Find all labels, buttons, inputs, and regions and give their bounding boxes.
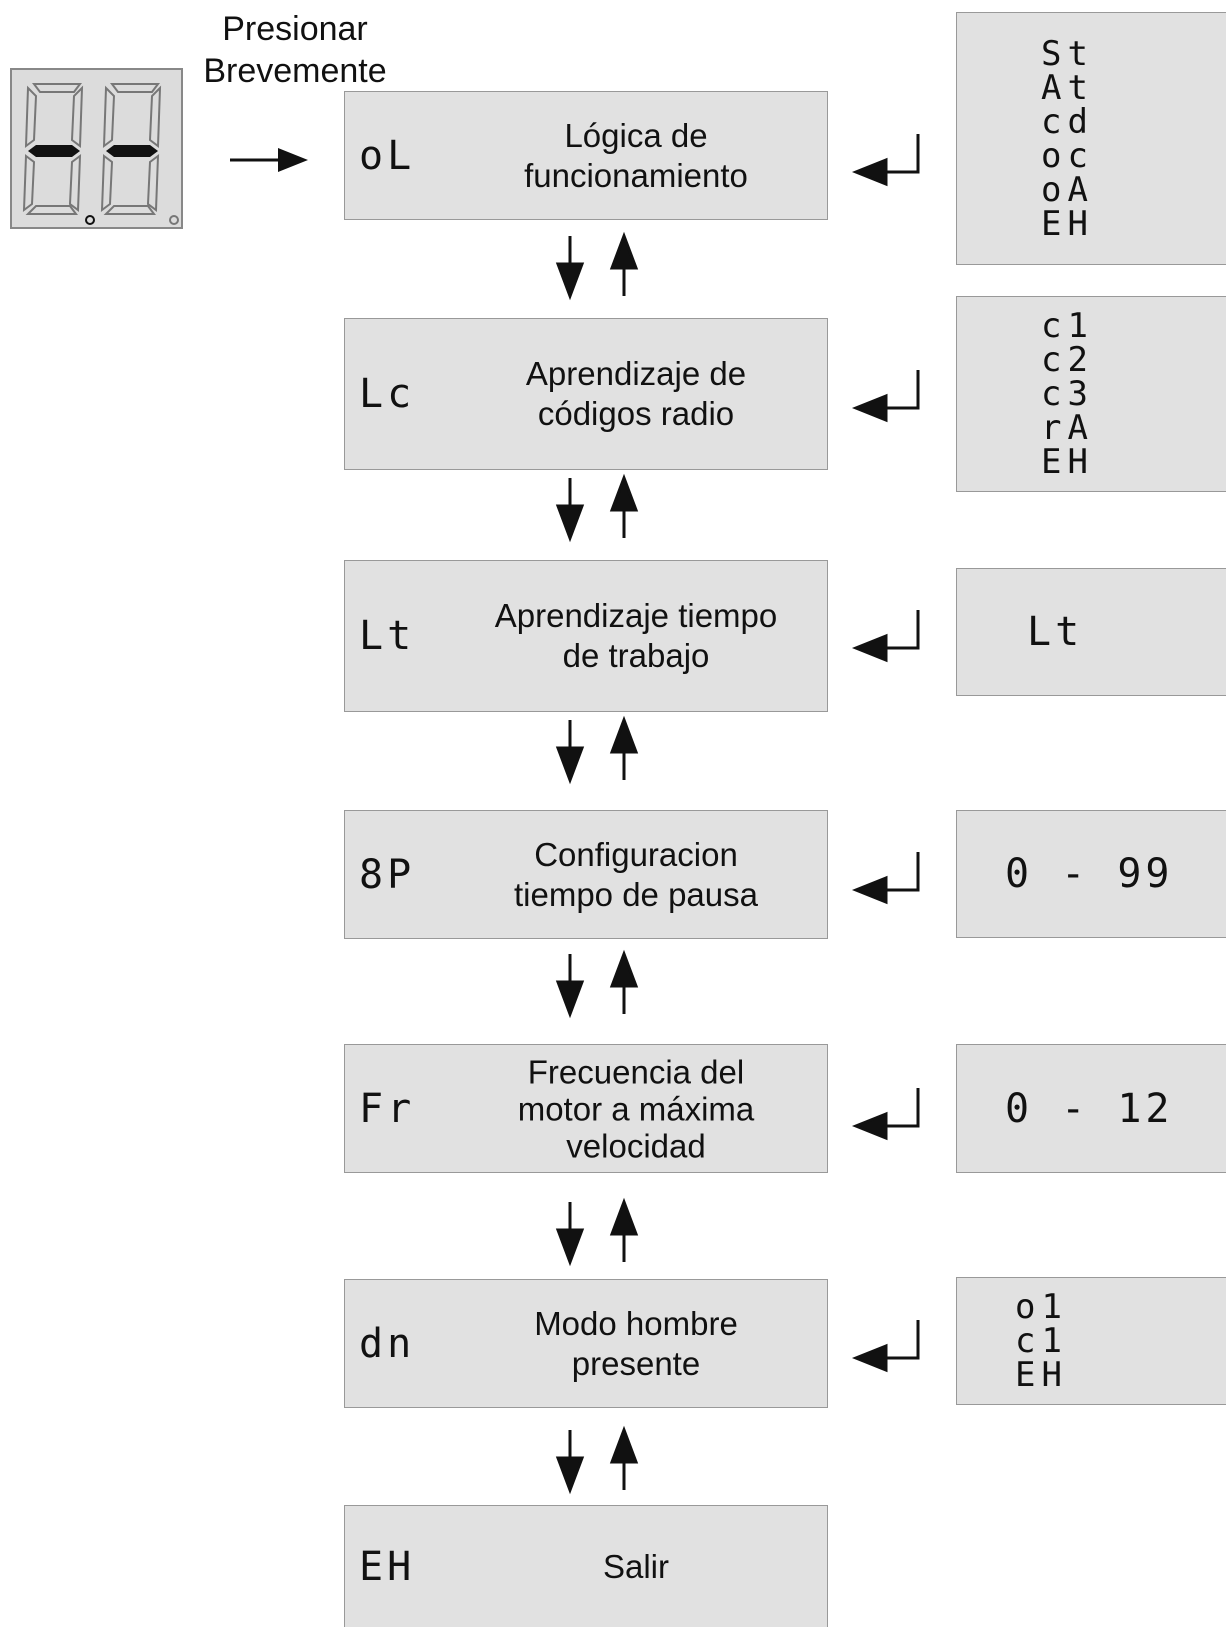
nav-arrows-4 <box>555 949 639 1019</box>
menu-item-pause-time: 8P Configuracion tiempo de pausa <box>344 810 828 939</box>
press-arrow-icon <box>230 148 308 172</box>
option-range: 0 - 99 <box>1005 851 1174 897</box>
option-item: o1 <box>1015 1287 1068 1327</box>
menu-description: Configuracion tiempo de pausa <box>513 835 758 913</box>
enter-arrow-icon-3 <box>851 610 920 663</box>
option-item: At <box>1041 67 1094 108</box>
option-item: oc <box>1041 135 1094 176</box>
menu-code: Fr <box>359 1085 416 1132</box>
option-range: 0 - 12 <box>1005 1085 1174 1132</box>
menu-item-dead-man-mode: dn Modo hombre presente <box>344 1279 828 1408</box>
enter-arrow-icon-1 <box>851 134 920 187</box>
display-digits-icon <box>22 83 179 225</box>
menu-item-radio-codes: Lc Aprendizaje de códigos radio <box>344 318 828 470</box>
menu-description: Salir <box>602 1547 670 1585</box>
menu-code: EH <box>359 1543 416 1590</box>
menu-item-motor-frequency: Fr Frecuencia del motor a máxima velocid… <box>344 1044 828 1173</box>
menu-code: oL <box>359 132 416 179</box>
menu-description: Lógica de funcionamiento <box>524 116 748 194</box>
options-radio-codes: c1 c2 c3 rA EH <box>956 296 1226 492</box>
menu-description: Modo hombre presente <box>534 1304 738 1382</box>
options-work-time: Lt <box>956 568 1226 696</box>
enter-arrow-icon-5 <box>851 1088 920 1141</box>
option-item: EH <box>1041 442 1094 482</box>
menu-item-logic: oL Lógica de funcionamiento <box>344 91 828 220</box>
option-item: St <box>1041 33 1094 74</box>
options-motor-frequency: 0 - 12 <box>956 1044 1226 1173</box>
option-item: c1 <box>1041 306 1094 346</box>
option-item: c2 <box>1041 340 1094 380</box>
menu-description: Aprendizaje tiempo de trabajo <box>494 597 778 674</box>
option-item: oA <box>1041 169 1094 210</box>
options-dead-man-mode: o1 c1 EH <box>956 1277 1226 1405</box>
options-pause-time: 0 - 99 <box>956 810 1226 938</box>
nav-arrows-2 <box>555 473 639 543</box>
option-item: cd <box>1041 101 1094 142</box>
nav-arrows-6 <box>555 1425 639 1495</box>
option-item: c3 <box>1041 374 1094 414</box>
menu-description: Frecuencia del motor a máxima velocidad <box>517 1053 755 1164</box>
option-item: EH <box>1015 1355 1068 1395</box>
option-item: c1 <box>1015 1321 1068 1361</box>
menu-description: Aprendizaje de códigos radio <box>525 355 747 432</box>
options-logic: St At cd oc oA EH <box>956 12 1226 265</box>
enter-arrow-icon-6 <box>851 1320 920 1373</box>
option-item: rA <box>1041 408 1094 448</box>
enter-arrow-icon-2 <box>851 370 920 423</box>
menu-item-exit: EH Salir <box>344 1505 828 1627</box>
menu-code: Lc <box>359 371 416 417</box>
nav-arrows-5 <box>555 1197 639 1267</box>
nav-arrows-3 <box>555 715 639 785</box>
option-value: Lt <box>1027 609 1084 655</box>
seven-segment-display <box>10 68 183 229</box>
enter-arrow-icon-4 <box>851 852 920 905</box>
nav-arrows-1 <box>555 231 639 301</box>
press-briefly-label: Presionar Brevemente <box>203 10 387 90</box>
option-list: o1 c1 EH <box>1015 1290 1068 1392</box>
menu-item-work-time: Lt Aprendizaje tiempo de trabajo <box>344 560 828 712</box>
option-list: St At cd oc oA EH <box>1041 37 1094 241</box>
menu-code: 8P <box>359 851 416 898</box>
menu-code: Lt <box>359 613 416 659</box>
option-list: c1 c2 c3 rA EH <box>1041 309 1094 479</box>
menu-code: dn <box>359 1320 416 1367</box>
option-item: EH <box>1041 203 1094 244</box>
